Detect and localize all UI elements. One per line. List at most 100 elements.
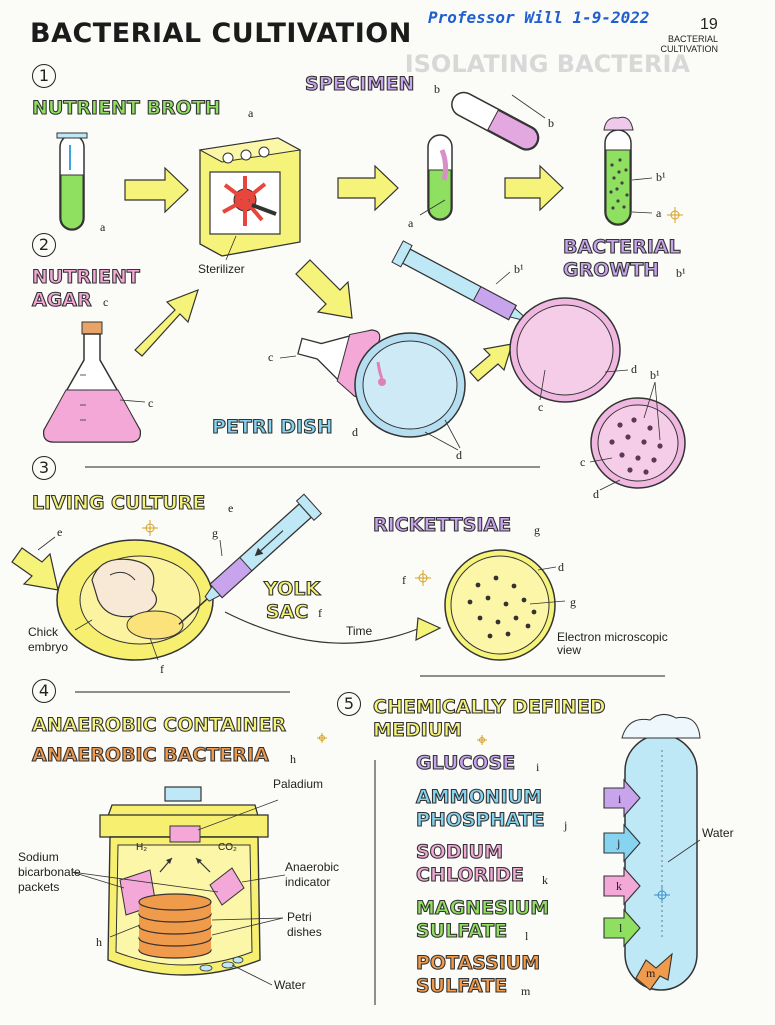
living-culture-letter: e [228,501,234,515]
flow-arrow [469,343,513,382]
jar-letter: h [96,935,102,949]
culture-letter: g [570,595,576,609]
crosshair-mark [477,735,487,745]
section-number-2: 2 [32,233,56,257]
h2-label: H₂ [136,842,148,853]
time-arrowhead [415,617,442,642]
page-number: 19 [700,16,718,33]
potassium-sulfate-heading: POTASSIUM SULFATE [415,951,541,997]
agar-letter: c [268,350,274,364]
anaerobic-container-heading: ANAEROBIC CONTAINER [31,713,286,736]
flow-arrow [295,259,353,319]
crosshair-mark [415,570,431,586]
tube-letter: a [408,216,414,230]
petri-dish-heading: PETRI DISH [211,415,333,438]
glucose-letter: i [536,760,540,774]
ingredient-arrow [603,823,641,863]
section-number-5: 5 [337,692,361,716]
tube-letter: a [656,206,662,220]
tube-letter: a [100,220,106,234]
agar-letter: c [538,400,544,414]
arrow-letter: l [619,921,623,935]
nutrient-broth-heading: NUTRIENT BROTH [31,96,221,119]
agar-letter: c [148,396,154,410]
tube-letter: b¹ [656,170,666,184]
arrow-letter: k [616,879,622,893]
sodium-chloride-heading: SODIUM CHLORIDE [415,840,524,886]
ingredient-arrow [603,866,641,906]
crosshair-mark [667,207,683,223]
ingredient-arrow [635,952,673,991]
egg-culture [56,539,214,661]
flow-arrow [11,547,59,591]
electron-view-circle [444,549,556,661]
anaerobic-jar [99,786,269,976]
arrow-letter: i [618,792,622,806]
culture-letter: d [558,560,564,574]
ammonium-phosphate-letter: j [564,818,568,832]
rickettsiae-heading: RICKETTSIAE [372,513,512,536]
bleed-through-text: ISOLATING BACTERIA [405,50,691,78]
yolk-sac-letter: f [318,606,322,620]
bacterial-growth-heading: BACTERIAL GROWTH [562,235,681,281]
agar-letter: b¹ [650,368,660,382]
flow-arrow [337,164,399,212]
broth-tube [56,132,88,231]
tube-water-label: Water [702,826,734,840]
agar-flask [42,321,142,443]
syringe-injection [178,493,323,625]
page-title: BACTERIAL CULTIVATION [30,18,412,49]
ingredient-arrow [603,778,641,818]
glucose-heading: GLUCOSE [415,751,516,774]
author-stamp: Professor Will 1-9-2022 [428,8,650,27]
bacterial-growth-letter: b¹ [676,266,686,280]
arrow-letter: j [617,836,621,850]
specimen-pour [427,91,540,221]
flow-arrow [134,288,199,357]
ingredient-arrow [603,908,641,948]
agar-letter: b¹ [514,262,524,276]
sterilizer-box [198,137,302,257]
petri-dish-empty [354,332,466,438]
sodium-bicarbonate-label: Sodium bicarbonate packets [18,850,81,894]
time-arrow [224,611,421,644]
agar-letter: d [631,362,637,376]
petri-dish-letter: d [352,425,358,439]
crosshair-mark [142,520,158,536]
culture-letter: f [160,662,164,676]
living-culture-heading: LIVING CULTURE [31,491,206,514]
agar-letter: d [593,487,599,501]
nutrient-agar-letter: c [103,295,109,309]
flow-arrow [504,164,564,212]
petri-dish-inoculated [509,297,621,403]
yolk-sac-heading: YOLK SAC [263,577,321,623]
medium-tube [621,714,701,991]
crosshair-mark [317,733,327,743]
nutrient-agar-heading: NUTRIENT AGAR [31,265,140,311]
agar-letter: d [456,448,462,462]
culture-letter: f [402,573,406,587]
magnesium-sulfate-letter: l [525,929,529,943]
chick-embryo-label: Chick embryo [28,625,69,654]
specimen-heading: SPECIMEN [304,72,415,95]
ammonium-phosphate-heading: AMMONIUM PHOSPHATE [415,785,545,831]
flow-arrow [124,166,189,214]
electron-view-label: Electron microscopic view [557,630,668,657]
culture-letter: g [212,526,218,540]
culture-letter: e [57,525,63,539]
tube-letter: b [548,116,554,130]
agar-letter: c [580,455,586,469]
sodium-chloride-letter: k [542,873,548,887]
specimen-letter: b [434,82,440,96]
potassium-sulfate-letter: m [521,984,531,998]
page-subtitle: BACTERIAL CULTIVATION [660,34,718,54]
sterilizer-label: Sterilizer [198,262,245,276]
section-number-3: 3 [32,456,56,480]
growth-tube [603,116,634,226]
section-number-4: 4 [32,679,56,703]
anaerobic-indicator-label: Anaerobic indicator [285,860,340,889]
petri-dishes-label: Petri dishes [287,910,322,939]
co2-label: CO₂ [218,842,237,853]
chemically-defined-heading: CHEMICALLY DEFINED MEDIUM [372,695,606,741]
paladium-label: Paladium [273,777,324,791]
